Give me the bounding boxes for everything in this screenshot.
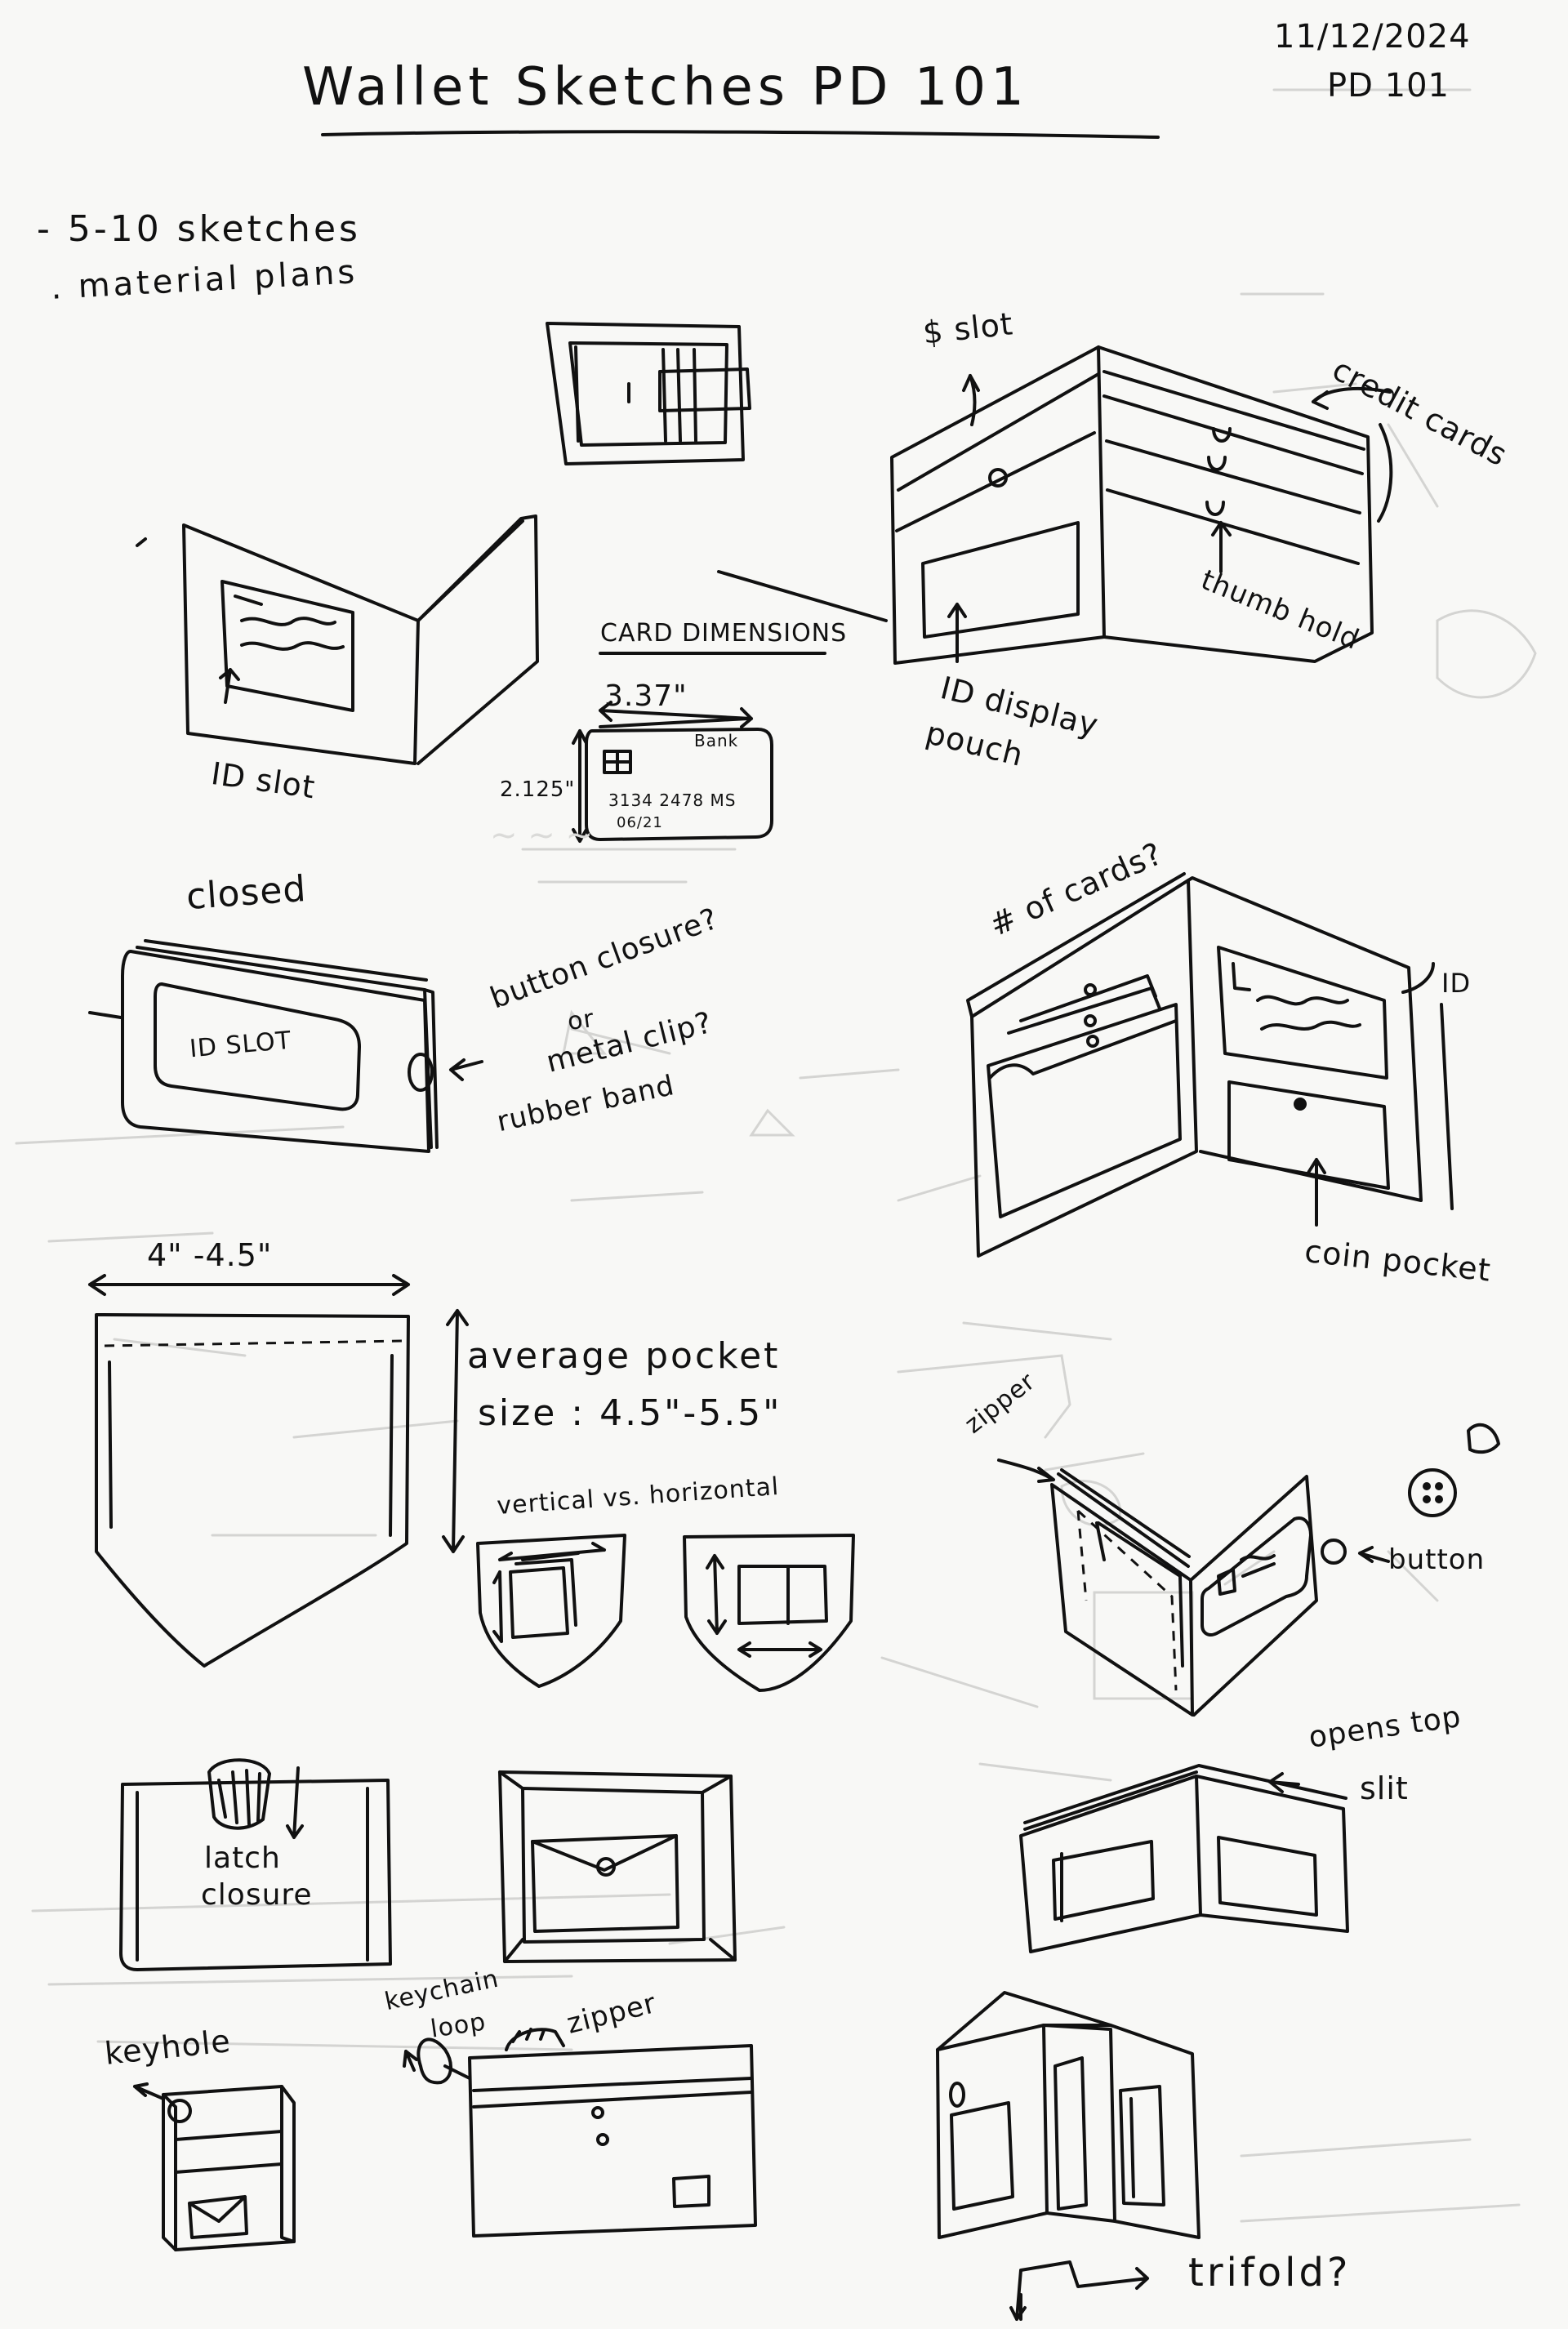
- label-card-expiry: 06/21: [617, 814, 663, 831]
- label-latch: latch: [204, 1841, 281, 1875]
- label-card-bank: Bank: [694, 731, 738, 750]
- page-date: 11/12/2024: [1274, 18, 1471, 56]
- label-latch-closure: closure: [201, 1878, 313, 1912]
- page-title: Wallet Sketches PD 101: [302, 57, 1029, 118]
- sketch-vertical-vs-horizontal: [478, 1535, 853, 1690]
- note-sketch-count: - 5-10 sketches: [37, 208, 361, 250]
- bleed-text: ~ ~ ~: [490, 817, 593, 854]
- sketch-top-slit-wallet: [1021, 1766, 1348, 1952]
- label-trifold: trifold?: [1188, 2250, 1351, 2296]
- sketch-pocket-size: [90, 1276, 467, 1666]
- label-avg-pocket-size: size : 4.5"-5.5": [478, 1392, 782, 1434]
- sketch-trifold: [938, 1993, 1199, 2319]
- sketch-envelope-wallet: [500, 1772, 735, 1962]
- sketch-id-slot-wallet: [137, 516, 537, 764]
- label-avg-pocket: average pocket: [467, 1335, 780, 1377]
- label-pocket-width: 4" -4.5": [147, 1237, 272, 1273]
- page-course: PD 101: [1327, 67, 1450, 105]
- label-card-height: 2.125": [500, 777, 575, 802]
- label-card-dimensions: CARD DIMENSIONS: [600, 619, 847, 648]
- label-closed: closed: [185, 868, 307, 918]
- label-id: ID: [1441, 968, 1471, 999]
- sketch-cards-wallet: [968, 874, 1452, 1256]
- sketch-small-bifold: [547, 323, 750, 464]
- label-slit: slit: [1360, 1770, 1409, 1806]
- title-underline: [323, 131, 1158, 137]
- label-button: button: [1388, 1543, 1485, 1576]
- label-card-width: 3.37": [604, 679, 688, 713]
- label-or: or: [566, 1004, 596, 1036]
- sketch-keychain-wallet: [404, 2029, 755, 2236]
- sketch-keyhole-wallet: [135, 2084, 294, 2250]
- label-card-number: 3134 2478 MS: [608, 790, 736, 810]
